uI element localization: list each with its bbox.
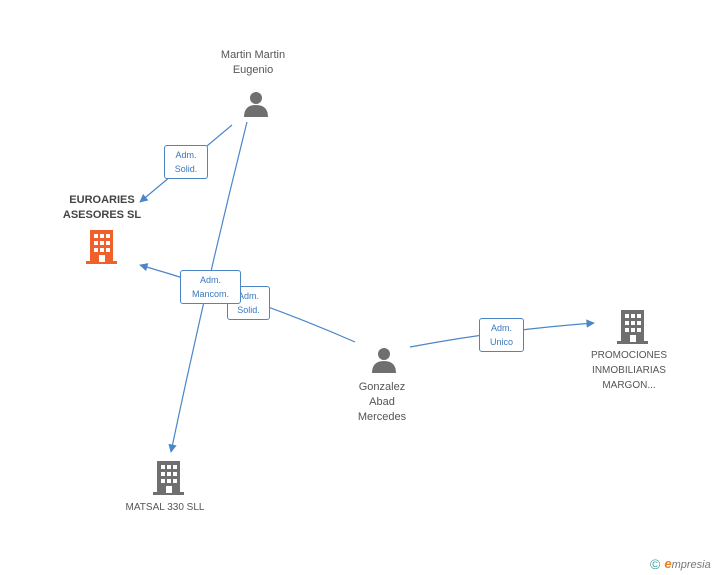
person-icon[interactable] bbox=[244, 92, 268, 117]
node-label-matsal[interactable]: MATSAL 330 SLL bbox=[125, 502, 205, 513]
building-icon[interactable] bbox=[153, 461, 184, 495]
building-icon[interactable] bbox=[617, 310, 648, 344]
role-tag-martin-euroaries[interactable]: Adm. Solid. bbox=[164, 145, 208, 179]
role-tag-gonzalez-promociones[interactable]: Adm. Unico bbox=[479, 318, 524, 352]
copyright-icon: © bbox=[650, 555, 661, 572]
person-icon[interactable] bbox=[372, 348, 396, 373]
brand-logo[interactable]: © empresia bbox=[650, 555, 711, 572]
role-tag-martin-matsal[interactable]: Adm. Mancom. bbox=[180, 270, 241, 304]
node-label-gonzalez[interactable]: Gonzalez Abad Mercedes bbox=[357, 381, 407, 423]
node-label-euroaries[interactable]: EUROARIES ASESORES SL bbox=[62, 194, 142, 221]
building-icon[interactable] bbox=[86, 230, 117, 264]
node-label-martin[interactable]: Martin Martin Eugenio bbox=[220, 49, 286, 76]
node-label-promociones[interactable]: PROMOCIONES INMOBILIARIAS MARGON... bbox=[590, 350, 668, 391]
